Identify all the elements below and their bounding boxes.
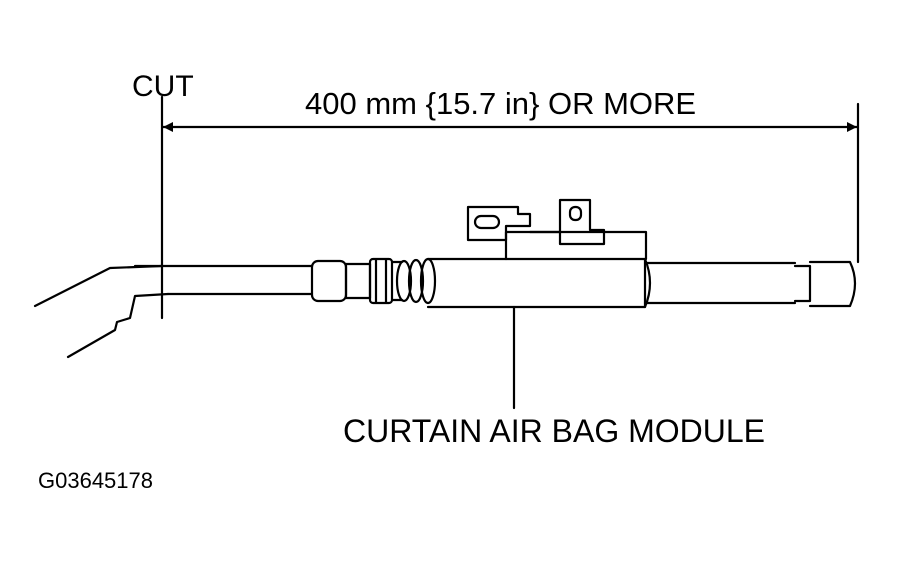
mounting-bracket bbox=[33, 264, 164, 308]
fitting-thread-ring-1 bbox=[395, 259, 413, 303]
fitting-body bbox=[344, 262, 372, 300]
module-cylinder bbox=[426, 257, 647, 309]
mounting-bracket-lower bbox=[66, 292, 170, 359]
tab-bracket bbox=[504, 230, 648, 261]
left-tab-slot bbox=[473, 214, 501, 230]
module-tube bbox=[643, 261, 797, 305]
cut-label: CUT bbox=[132, 70, 194, 103]
fitting-nut bbox=[368, 257, 394, 305]
fitting-thread-ring-2 bbox=[407, 258, 425, 304]
right-tab bbox=[558, 198, 606, 246]
end-cap bbox=[808, 260, 857, 308]
dimension-label: 400 mm {15.7 in} OR MORE bbox=[305, 86, 697, 121]
end-coupler bbox=[793, 264, 812, 303]
right-tab-hole bbox=[568, 205, 583, 222]
figure-id: G03645178 bbox=[38, 468, 153, 493]
fitting-collar bbox=[310, 259, 348, 303]
left-tab bbox=[466, 205, 532, 242]
module-label: CURTAIN AIR BAG MODULE bbox=[343, 413, 765, 449]
